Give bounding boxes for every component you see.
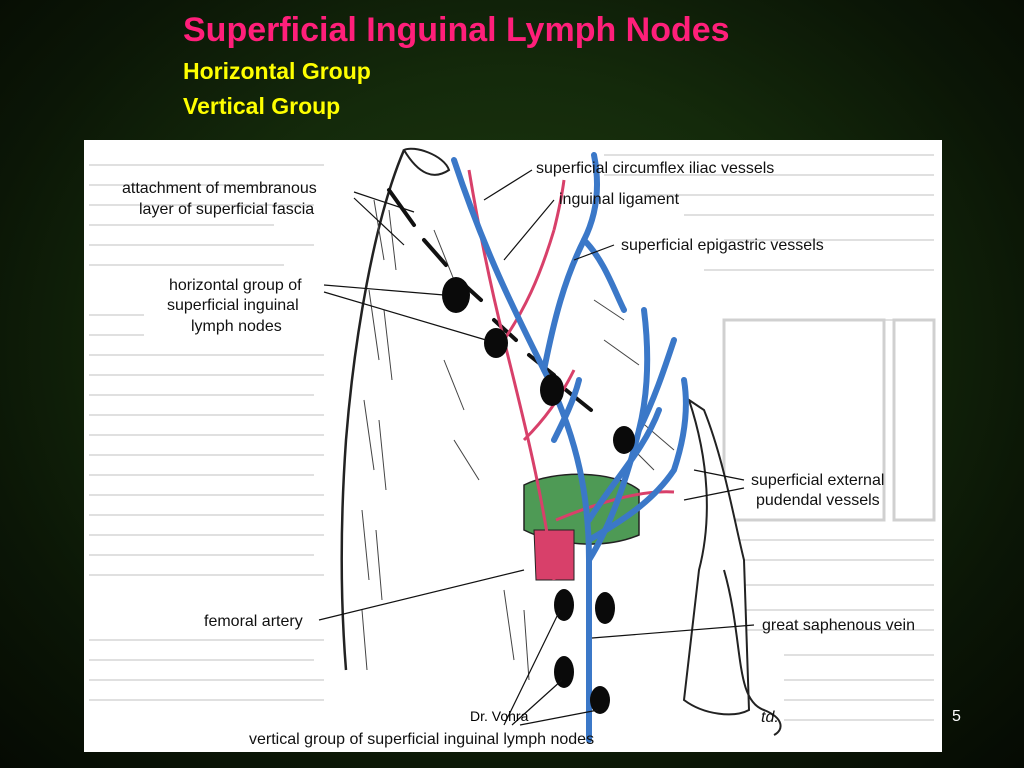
- saphenous-edge: [723, 569, 782, 736]
- background-photo-silhouettes: [722, 318, 936, 522]
- iliac-crest: [402, 147, 451, 176]
- lymph-node: [590, 686, 610, 714]
- label-membranous-line1: attachment of membranous: [122, 180, 317, 197]
- anatomy-figure: superficial circumflex iliac vessels ing…: [84, 140, 942, 752]
- lymph-node: [554, 656, 574, 688]
- label-inguinal-ligament: inguinal ligament: [559, 191, 680, 208]
- label-horizontal-line1: horizontal group of: [169, 277, 302, 294]
- fascia-hatching: [361, 199, 675, 681]
- lymph-node: [595, 592, 615, 624]
- veins: [451, 152, 689, 743]
- label-pudendal-line2: pudendal vessels: [756, 492, 880, 509]
- lymph-node: [613, 426, 635, 454]
- label-vertical-group: vertical group of superficial inguinal l…: [249, 731, 594, 748]
- inguinal-diagram: superficial circumflex iliac vessels ing…: [89, 147, 936, 748]
- vertical-node-group: [554, 589, 615, 714]
- label-circumflex-iliac: superficial circumflex iliac vessels: [536, 160, 774, 177]
- horizontal-node-group: [442, 277, 635, 454]
- leader-lines: [318, 169, 755, 726]
- label-epigastric: superficial epigastric vessels: [621, 237, 824, 254]
- lymph-node: [540, 374, 564, 406]
- lymph-node: [484, 328, 508, 358]
- femoral-artery-shape: [533, 529, 575, 581]
- illustrator-signature: td.: [761, 709, 779, 726]
- subtitle-horizontal-group: Horizontal Group: [183, 58, 371, 84]
- background-texture: [89, 154, 934, 721]
- slide-title: Superficial Inguinal Lymph Nodes: [183, 11, 730, 49]
- thigh-outline: [340, 149, 406, 671]
- scrotum-outline: [682, 397, 751, 716]
- subtitle-vertical-group: Vertical Group: [183, 93, 341, 119]
- lymph-node: [442, 277, 470, 313]
- label-membranous-line2: layer of superficial fascia: [139, 201, 314, 218]
- label-pudendal-line1: superficial external: [751, 472, 884, 489]
- label-great-saphenous: great saphenous vein: [762, 617, 915, 634]
- author-credit: Dr. Vohra: [470, 708, 529, 724]
- page-number: 5: [952, 708, 961, 725]
- label-horizontal-line2: superficial inguinal: [167, 297, 299, 314]
- label-femoral-artery: femoral artery: [204, 613, 303, 630]
- label-horizontal-line3: lymph nodes: [191, 318, 282, 335]
